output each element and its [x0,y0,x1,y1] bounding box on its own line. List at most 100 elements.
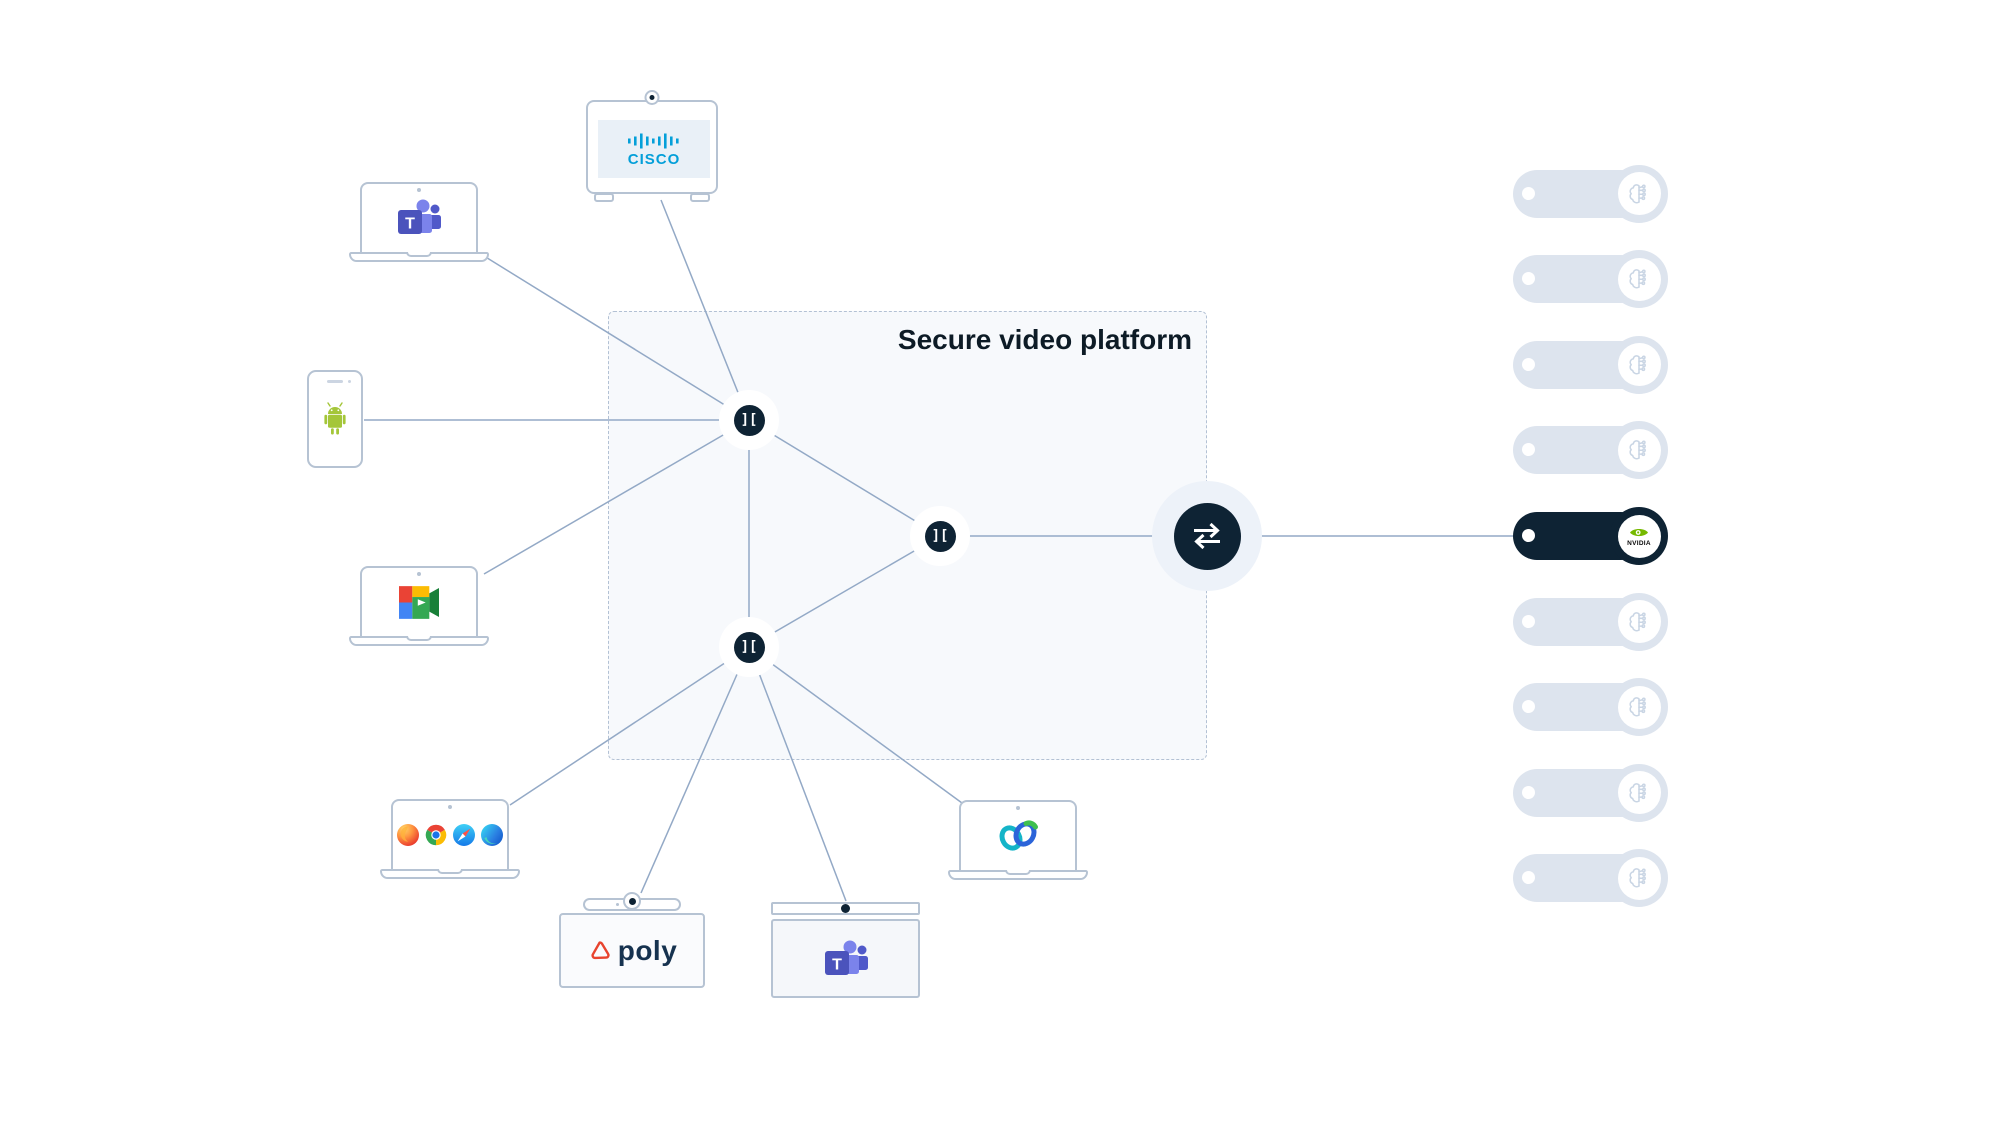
connector-line [748,646,847,902]
pill-status-dot [1522,614,1535,628]
nvidia-eye-icon [1630,528,1648,536]
pexip-brackets-icon: ][ [733,631,765,663]
cisco-bars-icon [628,133,679,148]
pill-ring [1610,164,1668,223]
bidirectional-arrows-icon [1173,502,1241,570]
pill-status-dot [1522,186,1535,200]
laptop-screen [959,800,1077,872]
pill-ring [1610,592,1668,651]
ai-brain-icon [1629,269,1646,289]
pill-icon-wrap [1617,856,1661,900]
phone-camera-dot [348,380,351,383]
endpoint-toggle-pill[interactable]: NVIDIA [1513,507,1672,565]
connector-line [483,255,750,421]
endpoint-toggle-pill[interactable] [1513,678,1672,737]
teams-t-letter: T [832,956,842,973]
pill-icon-wrap: NVIDIA [1617,514,1661,558]
laptop-notch [437,869,463,874]
teams-t-letter: T [405,216,415,233]
safari-icon [453,824,475,846]
connector-line [640,646,750,894]
pexip-node-bottom: ][ [719,617,779,677]
monitor-foot [594,193,614,202]
pill-status-dot [1522,871,1535,885]
pexip-node-top: ][ [719,390,779,450]
pill-ring [1610,678,1668,737]
pexip-brackets-icon: ][ [733,404,765,436]
nvidia-logo: NVIDIA [1627,526,1651,547]
camera-icon [644,90,660,105]
pill-status-dot [1522,529,1535,542]
pill-ring [1610,421,1668,480]
pill-status-dot [1522,443,1535,457]
endpoint-toggle-pill[interactable] [1513,250,1672,309]
endpoint-toggle-pill[interactable] [1513,164,1672,223]
teams-laptop: T [349,182,489,268]
endpoint-toggle-pill[interactable] [1513,592,1672,651]
microsoft-teams-icon: T [398,199,441,234]
ai-brain-icon [1629,697,1646,717]
cisco-room-device: cisco [586,90,718,202]
laptop-camera-dot [448,805,452,809]
poly-propeller-icon [591,940,610,959]
pill-status-dot [1522,785,1535,799]
ai-brain-icon [1629,354,1646,375]
interop-exchange-hub [1152,481,1262,591]
microsoft-teams-icon: T [824,940,868,975]
pill-icon-wrap [1617,343,1661,387]
pill-ring [1610,250,1668,309]
node-glyph: ][ [931,527,949,544]
pill-status-dot [1522,700,1535,714]
laptop-screen [360,566,478,638]
camera-dot [841,904,850,913]
webex-laptop [948,800,1088,886]
video-bar-dot [616,903,619,906]
laptop-notch [1005,870,1031,875]
webex-icon [999,820,1038,851]
laptop-notch [406,252,432,257]
phone-speaker [327,380,343,383]
google-meet-icon [399,585,439,619]
monitor-frame: cisco [586,100,718,194]
pill-icon-wrap [1617,771,1661,815]
laptop-notch [406,636,432,641]
endpoint-toggle-pill[interactable] [1513,849,1672,908]
pill-icon-wrap [1617,172,1661,216]
pill-icon-wrap [1617,257,1661,301]
pill-status-dot [1522,272,1535,286]
teams-room-device: T [771,900,920,998]
pill-icon-wrap [1617,685,1661,729]
ai-brain-icon [1629,440,1646,460]
edge-icon [481,824,503,846]
connector-line [483,419,750,575]
ai-brain-icon [1629,183,1646,204]
pill-icon-wrap [1617,428,1661,472]
laptop-camera-dot [417,572,421,576]
monitor-screen: cisco [598,120,710,178]
camera-icon [623,892,641,910]
endpoint-toggle-pill[interactable] [1513,335,1672,394]
pill-logo-label: NVIDIA [1627,539,1651,547]
chrome-icon [425,824,447,846]
ai-brain-icon [1629,611,1646,632]
android-icon [324,402,346,435]
device-screen: poly [559,913,705,988]
laptop-camera-dot [417,188,421,192]
poly-wordmark: poly [617,934,678,966]
android-phone [307,370,363,468]
endpoint-toggle-pill[interactable] [1513,421,1672,480]
pill-icon-wrap [1617,600,1661,644]
poly-logo-icon: poly [587,935,678,967]
monitor-foot [690,193,710,202]
pill-status-dot [1522,357,1535,371]
browsers-laptop [380,799,520,885]
endpoint-toggle-pill[interactable] [1513,763,1672,822]
connector-line [660,199,750,421]
laptop-camera-dot [1016,806,1020,810]
cisco-logo-icon: cisco [625,132,683,167]
camera-dot [628,897,636,905]
pill-ring [1610,763,1668,822]
ai-brain-icon [1629,782,1646,803]
